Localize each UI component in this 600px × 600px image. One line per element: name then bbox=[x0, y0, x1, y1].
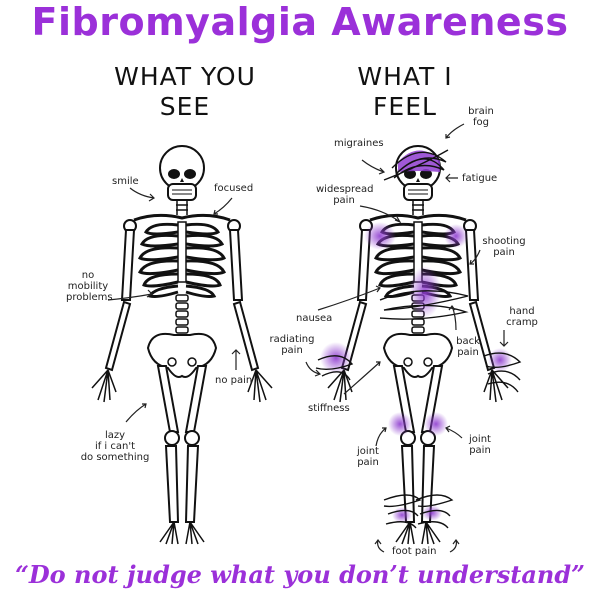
pain-scribbles bbox=[315, 149, 522, 529]
skeleton-left bbox=[90, 144, 274, 546]
left-heading: WHAT YOU SEE bbox=[95, 62, 275, 122]
label-shooting-pain: shooting pain bbox=[482, 236, 526, 258]
label-migraines: migraines bbox=[334, 138, 384, 149]
label-focused: focused bbox=[214, 183, 254, 194]
label-hand-cramp: hand cramp bbox=[506, 306, 538, 328]
label-radiating-pain: radiating pain bbox=[269, 334, 315, 356]
label-lazy: lazy if i can't do something bbox=[80, 430, 150, 463]
annotation-arrows-left bbox=[107, 187, 241, 423]
label-stiffness: stiffness bbox=[308, 403, 350, 414]
label-fatigue: fatigue bbox=[462, 173, 498, 184]
label-joint-pain-left: joint pain bbox=[357, 446, 379, 468]
left-heading-line1: WHAT YOU bbox=[114, 62, 256, 91]
label-brain-fog: brain fog bbox=[468, 106, 494, 128]
annotation-arrows-right bbox=[305, 123, 509, 553]
label-widespread-pain: widespread pain bbox=[316, 184, 374, 206]
label-foot-pain: foot pain bbox=[392, 546, 437, 557]
label-back-pain: back pain bbox=[456, 336, 480, 358]
left-heading-line2: SEE bbox=[159, 92, 211, 121]
label-joint-pain-right: joint pain bbox=[469, 434, 491, 456]
label-no-mobility: no mobility problems bbox=[66, 270, 113, 303]
right-heading-line2: FEEL bbox=[373, 92, 437, 121]
quote-text: “Do not judge what you don’t understand” bbox=[15, 560, 585, 589]
right-heading-line1: WHAT I bbox=[357, 62, 453, 91]
label-smile: smile bbox=[112, 176, 139, 187]
label-no-pain: no pain bbox=[215, 375, 253, 386]
page-title: Fibromyalgia Awareness bbox=[31, 0, 569, 44]
label-nausea: nausea bbox=[296, 313, 333, 324]
right-heading: WHAT I FEEL bbox=[340, 62, 470, 122]
